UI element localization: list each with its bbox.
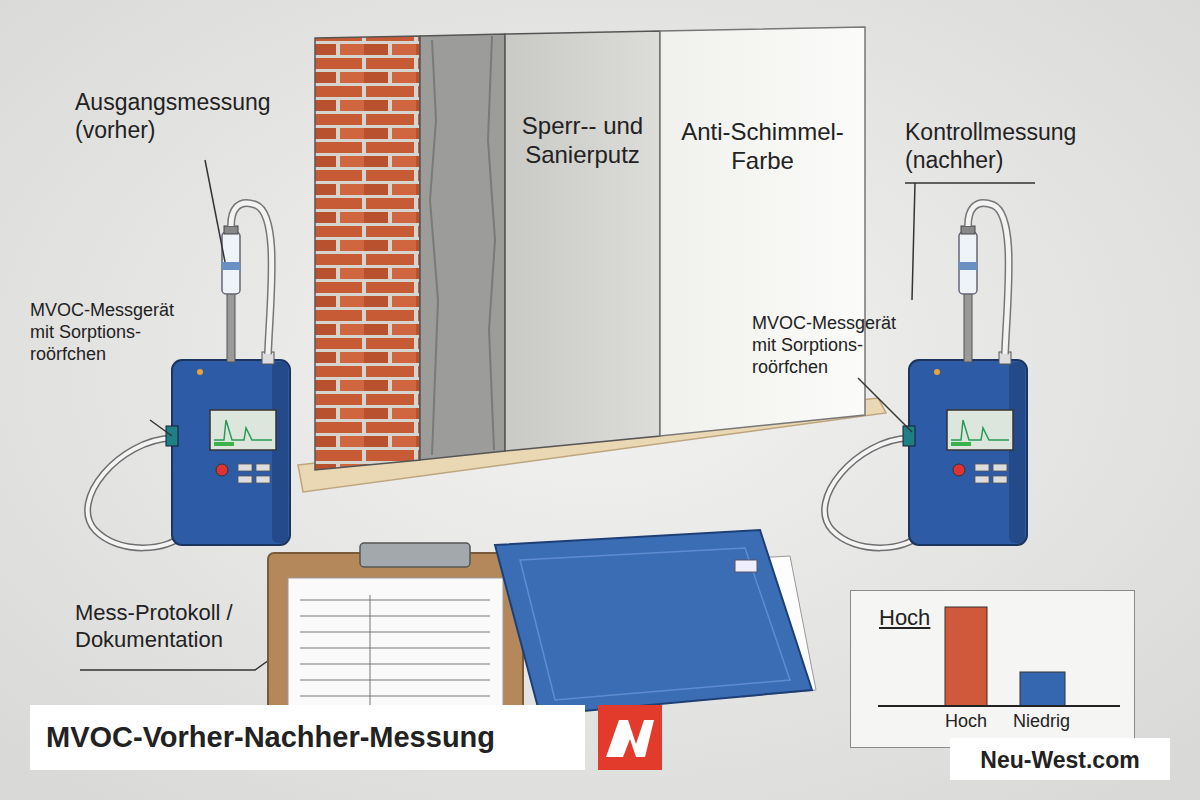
concrete-texture	[430, 36, 495, 455]
plaster-layer-shape	[505, 31, 660, 451]
callout-label: Kontrollmessung (nachher)	[905, 118, 1120, 174]
leader-line	[858, 378, 912, 432]
paper-lines	[300, 595, 490, 720]
leader-line	[205, 160, 225, 262]
callout-label: MVOC-Messgerät mit Sorptions- roörfchen	[30, 300, 200, 366]
callout-label: MVOC-Messgerät mit Sorptions- roörfchen	[752, 313, 922, 379]
callout-label: Mess-Protokoll / Dokumentation	[75, 600, 265, 654]
bar-before	[945, 607, 987, 706]
node-text: Hoch	[945, 711, 987, 733]
node-text: Anti-Schimmel- Farbe	[660, 117, 865, 176]
folder-edge	[520, 548, 790, 700]
logo	[598, 705, 662, 770]
chart-frame: HochHochNiedrig	[850, 590, 1135, 748]
clip	[360, 543, 470, 567]
folder-tab	[735, 560, 757, 572]
folder	[495, 530, 812, 715]
bar-after	[1020, 672, 1065, 706]
leader-line	[150, 420, 172, 436]
concrete-layer	[420, 34, 505, 460]
leader-line	[905, 183, 1035, 300]
chart-background	[850, 590, 1135, 748]
callout-label: Ausgangsmessung (vorher)	[75, 88, 290, 144]
node-text: Hoch	[879, 605, 930, 632]
node-text: Neu-West.com	[950, 746, 1170, 774]
mvoc-device-right	[825, 203, 1027, 548]
node-text: Sperr-- und Sanierputz	[505, 111, 660, 170]
title-banner: MVOC-Vorher-Nachher-Messung	[30, 705, 585, 770]
brick-layer	[315, 36, 420, 470]
brand-box: Neu-West.com	[950, 738, 1170, 780]
node-text: Niedrig	[1013, 711, 1070, 733]
logo-mark	[606, 720, 654, 757]
title-text: MVOC-Vorher-Nachher-Messung	[46, 720, 495, 755]
mvoc-device-left	[88, 203, 290, 548]
plaster-layer: Sperr-- und Sanierputz	[505, 31, 660, 436]
chart-axis	[878, 705, 1120, 707]
